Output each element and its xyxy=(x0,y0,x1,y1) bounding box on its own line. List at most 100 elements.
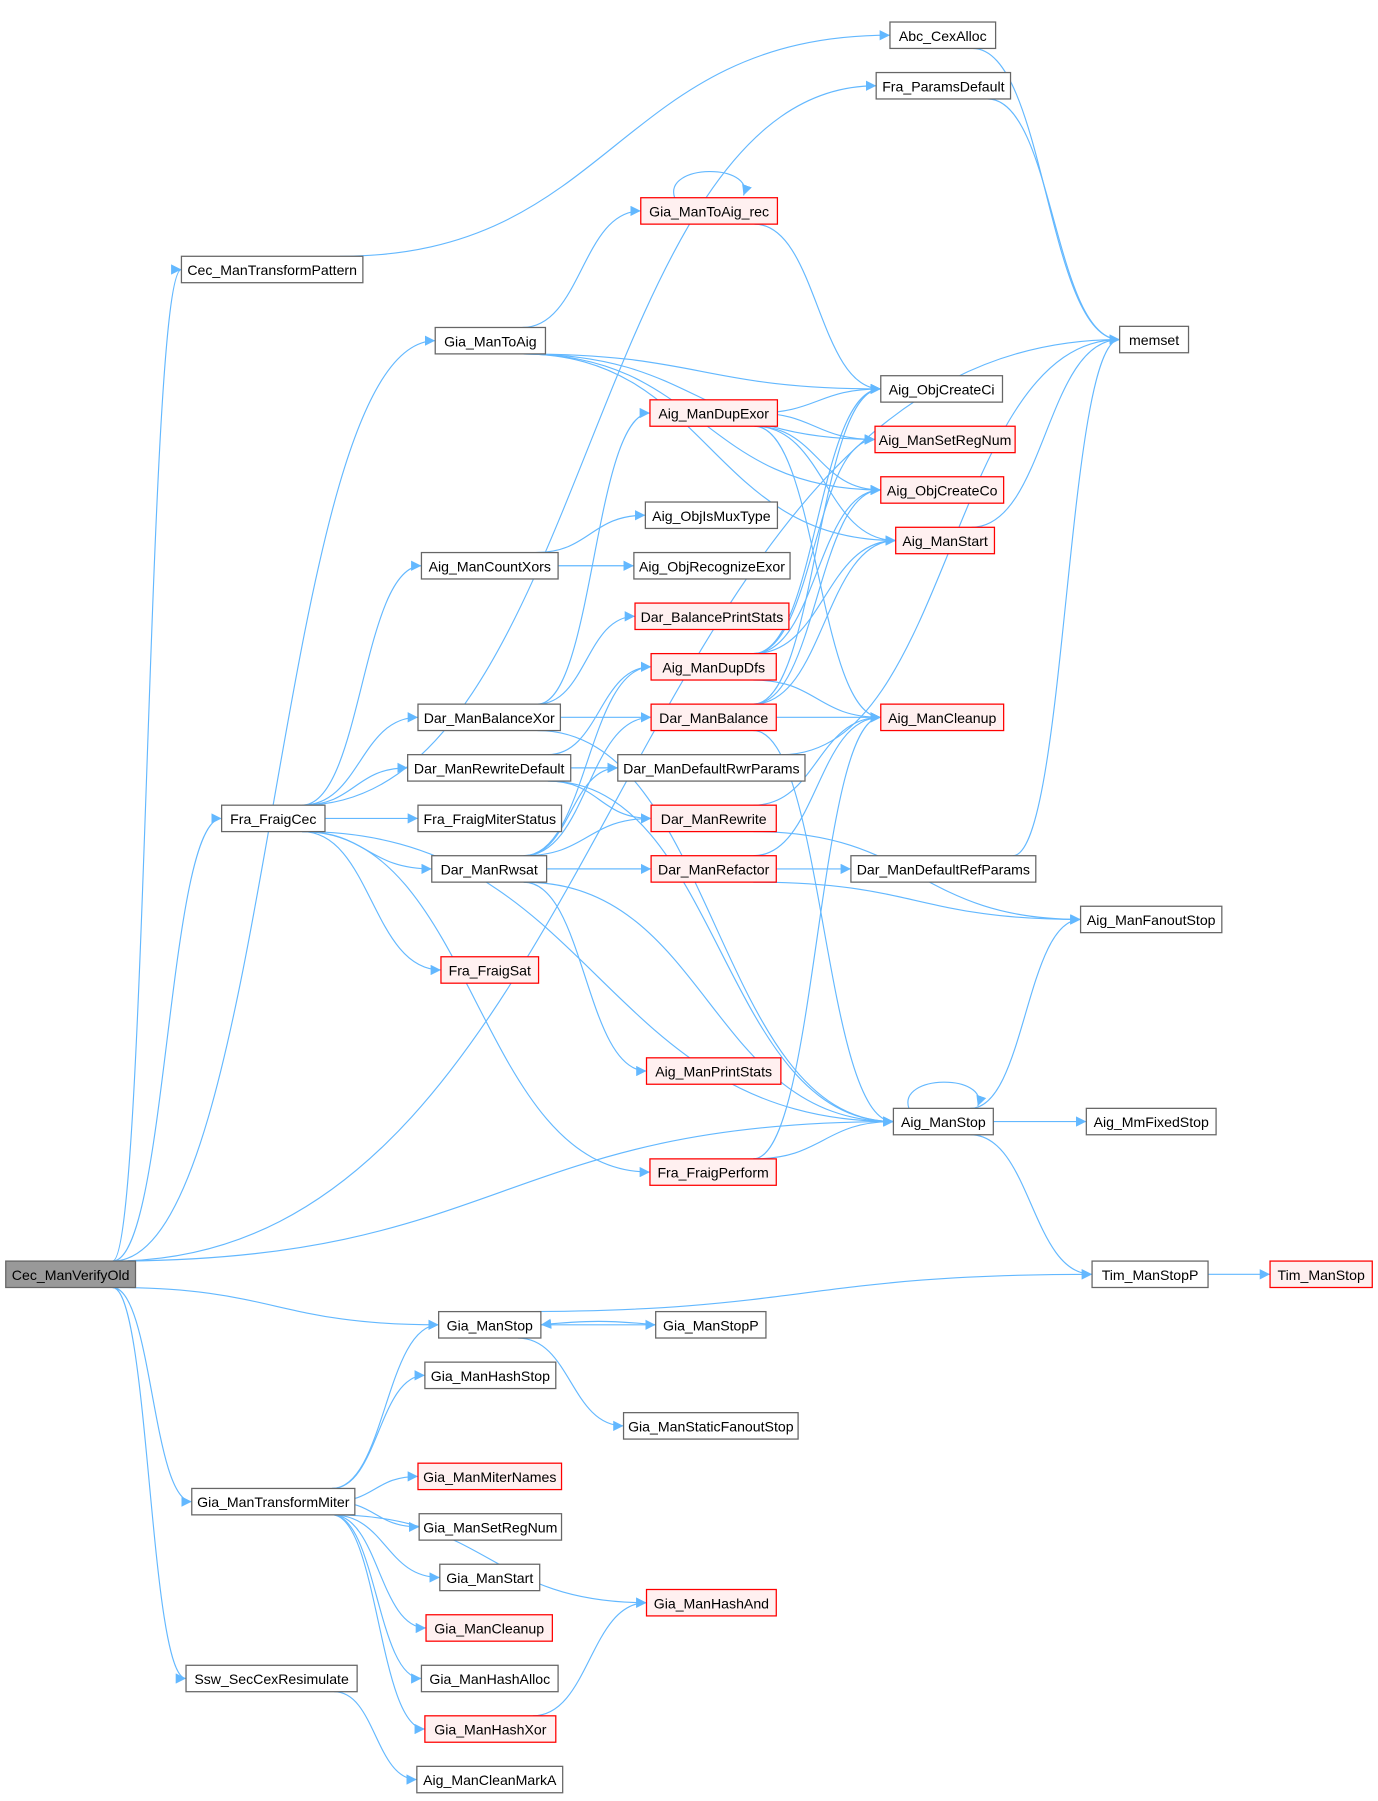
edge-dar-manbalance-to-aig-manstop xyxy=(753,729,894,1127)
node-aig-mancountxors[interactable]: Aig_ManCountXors xyxy=(420,551,559,580)
node-aig-mancleanup[interactable]: Aig_ManCleanup xyxy=(880,703,1005,732)
edge-gia-mantransformmiter-to-gia-manhashand xyxy=(331,1514,647,1608)
node-dar-manbalance[interactable]: Dar_ManBalance xyxy=(650,703,777,732)
node-box xyxy=(416,1765,564,1794)
node-label: Dar_ManRefactor xyxy=(658,861,770,877)
node-aig-mmfixedstop[interactable]: Aig_MmFixedStop xyxy=(1085,1107,1217,1136)
node-label: Gia_ManToAig_rec xyxy=(649,204,769,220)
node-aig-manstart[interactable]: Aig_ManStart xyxy=(895,526,996,555)
node-dar-manrewrite[interactable]: Dar_ManRewrite xyxy=(650,804,777,833)
node-tim-manstop[interactable]: Tim_ManStop xyxy=(1269,1260,1373,1289)
node-box xyxy=(622,1412,799,1440)
node-label: Gia_ManSetRegNum xyxy=(423,1519,557,1535)
node-label: Gia_ManStopP xyxy=(663,1317,759,1333)
node-label: Gia_ManStop xyxy=(447,1317,533,1333)
node-aig-objcreateci[interactable]: Aig_ObjCreateCi xyxy=(880,375,1004,403)
node-gia-mantransformmiter[interactable]: Gia_ManTransformMiter xyxy=(191,1487,356,1516)
node-box xyxy=(185,1664,358,1693)
edge-dar-manrewritedefault-to-dar-manrewrite xyxy=(547,780,652,824)
node-box xyxy=(417,1462,563,1491)
node-box xyxy=(655,1310,767,1339)
node-box xyxy=(439,1563,541,1592)
node-aig-manfanoutstop[interactable]: Aig_ManFanoutStop xyxy=(1079,905,1223,934)
edge-dar-manrefactor-to-aig-manfanoutstop xyxy=(753,881,1081,925)
node-label: Gia_ManStaticFanoutStop xyxy=(628,1418,794,1434)
node-box xyxy=(617,754,806,782)
edge-aig-mandupexor-to-aig-objcreateco xyxy=(754,425,881,496)
node-aig-manstop[interactable]: Aig_ManStop xyxy=(892,1107,994,1136)
edge-dar-manrwsat-to-aig-manprintstats xyxy=(523,881,647,1077)
node-aig-objrecognizeexor[interactable]: Aig_ObjRecognizeExor xyxy=(633,551,791,580)
node-label: Gia_ManHashStop xyxy=(431,1368,550,1384)
node-gia-mantoaig-rec[interactable]: Gia_ManToAig_rec xyxy=(640,197,779,225)
node-fra-fraigcec[interactable]: Fra_FraigCec xyxy=(220,804,326,833)
edge-dar-manrwsat-to-aig-manstop xyxy=(523,881,894,1127)
node-dar-manrefactor[interactable]: Dar_ManRefactor xyxy=(650,855,777,883)
edge-dar-manrewrite-to-aig-mancleanup xyxy=(753,712,881,806)
edge-dar-manrwsat-to-dar-manrewrite xyxy=(523,813,652,857)
node-aig-mancleanmarka[interactable]: Aig_ManCleanMarkA xyxy=(416,1765,564,1794)
node-aig-manprintstats[interactable]: Aig_ManPrintStats xyxy=(645,1057,782,1085)
edge-gia-mantoaig-to-gia-mantoaig-rec xyxy=(522,205,641,329)
node-gia-manstaticfanoutstop[interactable]: Gia_ManStaticFanoutStop xyxy=(622,1412,799,1440)
edge-aig-mandupdfs-to-aig-objcreateci xyxy=(753,383,881,655)
node-ssw-seccexresimulate[interactable]: Ssw_SecCexResimulate xyxy=(185,1664,358,1693)
node-box xyxy=(649,1158,777,1186)
node-aig-mandupdfs[interactable]: Aig_ManDupDfs xyxy=(650,652,777,681)
edge-aig-mancountxors-to-aig-objismuxtype xyxy=(535,510,646,554)
node-box xyxy=(640,197,779,225)
node-label: Tim_ManStop xyxy=(1278,1267,1365,1283)
node-fra-fraigperform[interactable]: Fra_FraigPerform xyxy=(649,1158,777,1186)
edge-dar-manbalance-to-aig-objcreateco xyxy=(753,484,881,705)
node-gia-manmiternames[interactable]: Gia_ManMiterNames xyxy=(417,1462,563,1491)
node-box xyxy=(649,399,779,427)
node-aig-objcreateco[interactable]: Aig_ObjCreateCo xyxy=(880,476,1005,504)
node-memset[interactable]: memset xyxy=(1118,325,1190,354)
node-box xyxy=(650,703,777,732)
node-label: Gia_ManHashAnd xyxy=(654,1595,769,1611)
node-box xyxy=(220,804,326,833)
node-gia-manhashstop[interactable]: Gia_ManHashStop xyxy=(424,1361,557,1390)
node-cec-mantransformpattern[interactable]: Cec_ManTransformPattern xyxy=(180,255,364,284)
node-box xyxy=(1079,905,1223,934)
edge-fra-fraigcec-to-fra-fraigperform xyxy=(302,831,650,1178)
edge-cec-manverifyold-to-aig-manstop xyxy=(112,1116,894,1262)
node-dar-mandefaultrwrparams[interactable]: Dar_ManDefaultRwrParams xyxy=(617,754,806,782)
edge-cec-mantransformpattern-to-abc-cexalloc xyxy=(339,30,890,257)
node-dar-manrwsat[interactable]: Dar_ManRwsat xyxy=(431,855,548,883)
node-aig-mansetregnum[interactable]: Aig_ManSetRegNum xyxy=(874,425,1016,454)
node-label: Aig_ObjCreateCo xyxy=(887,483,998,499)
node-gia-manhashxor[interactable]: Gia_ManHashXor xyxy=(424,1715,557,1743)
node-gia-manstop[interactable]: Gia_ManStop xyxy=(438,1310,542,1339)
node-gia-manstart[interactable]: Gia_ManStart xyxy=(439,1563,541,1592)
node-abc-cexalloc[interactable]: Abc_CexAlloc xyxy=(889,21,997,50)
node-tim-manstopp[interactable]: Tim_ManStopP xyxy=(1091,1260,1209,1289)
node-dar-balanceprintstats[interactable]: Dar_BalancePrintStats xyxy=(634,602,790,631)
node-gia-manhashalloc[interactable]: Gia_ManHashAlloc xyxy=(420,1664,559,1693)
node-box xyxy=(1091,1260,1209,1289)
node-dar-manbalancexor[interactable]: Dar_ManBalanceXor xyxy=(417,703,562,732)
node-gia-manstopp[interactable]: Gia_ManStopP xyxy=(655,1310,767,1339)
edge-gia-manstop-to-gia-manstaticfanoutstop xyxy=(517,1337,624,1432)
node-label: Aig_ManFanoutStop xyxy=(1087,912,1216,928)
node-fra-paramsdefault[interactable]: Fra_ParamsDefault xyxy=(875,71,1012,100)
node-aig-objismuxtype[interactable]: Aig_ObjIsMuxType xyxy=(644,501,779,530)
node-gia-mancleanup[interactable]: Gia_ManCleanup xyxy=(425,1614,553,1642)
node-aig-mandupexor[interactable]: Aig_ManDupExor xyxy=(649,399,779,427)
node-gia-manhashand[interactable]: Gia_ManHashAnd xyxy=(645,1588,777,1617)
node-cec-manverifyold[interactable]: Cec_ManVerifyOld xyxy=(5,1260,137,1289)
node-gia-mansetregnum[interactable]: Gia_ManSetRegNum xyxy=(418,1513,563,1541)
edge-cec-manverifyold-to-gia-mantoaig xyxy=(112,335,436,1262)
node-gia-mantoaig[interactable]: Gia_ManToAig xyxy=(434,326,547,355)
node-label: Cec_ManTransformPattern xyxy=(187,262,357,278)
node-fra-fraigsat[interactable]: Fra_FraigSat xyxy=(440,956,540,984)
node-label: Aig_ManStop xyxy=(901,1114,986,1130)
node-box xyxy=(880,375,1004,403)
node-box xyxy=(417,804,563,833)
node-fra-fraigmiterstatus[interactable]: Fra_FraigMiterStatus xyxy=(417,804,563,833)
node-dar-mandefaultrefparams[interactable]: Dar_ManDefaultRefParams xyxy=(850,855,1037,883)
node-label: Gia_ManMiterNames xyxy=(423,1469,556,1485)
node-dar-manrewritedefault[interactable]: Dar_ManRewriteDefault xyxy=(407,754,572,782)
node-box xyxy=(191,1487,356,1516)
